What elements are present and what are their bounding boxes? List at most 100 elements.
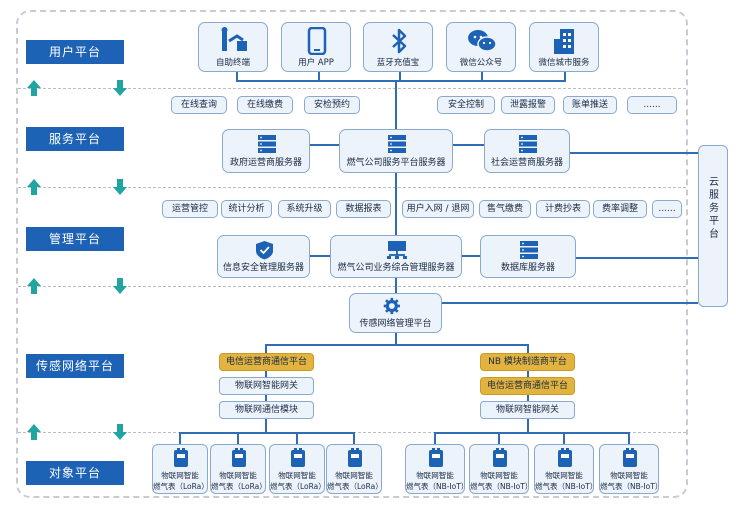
server-label: 政府运营商服务器 [229, 158, 302, 168]
wechat-icon [468, 30, 497, 52]
gas-meter-icon [174, 448, 188, 467]
iot-gateway-lora: 物联网智能网关 [219, 377, 314, 395]
gas-meter-icon [623, 448, 637, 467]
telecom-operator-platform-lora: 电信运营商通信平台 [219, 353, 314, 371]
connector-line [265, 395, 267, 401]
meter-label-line1: 物联网智能 [335, 471, 373, 480]
connector-line [564, 72, 566, 82]
meter-label-line2: 燃气表（LoRa） [270, 482, 326, 491]
gas-meter-nbiot: 物联网智能 燃气表（NB-IoT） [469, 444, 533, 494]
gas-meter-lora: 物联网智能 燃气表（LoRa） [210, 444, 267, 494]
connector-line [236, 72, 238, 82]
connector-line [265, 344, 267, 353]
connector-line [576, 257, 698, 259]
server-government-operator: 政府运营商服务器 [222, 129, 310, 173]
connector-line [628, 432, 630, 444]
user-item-label: 蓝牙充值宝 [376, 58, 420, 68]
server-rack-icon [258, 135, 276, 153]
connector-line [353, 432, 355, 444]
management-function-box: 统计分析 [221, 200, 272, 218]
arrow-down-icon [113, 278, 127, 294]
server-information-security: 信息安全管理服务器 [217, 235, 310, 278]
management-function-box: 数据报表 [336, 200, 391, 218]
connector-line [310, 144, 339, 146]
meter-label-line2: 燃气表（NB-IoT） [535, 482, 598, 491]
server-label: 社会运营商服务器 [490, 158, 563, 168]
meter-label-line2: 燃气表（NB-IoT） [470, 482, 533, 491]
cloud-service-platform: 云服务平台 [698, 145, 728, 307]
separator-line [18, 187, 686, 188]
gas-meter-lora: 物联网智能 燃气表（LoRa） [152, 444, 209, 494]
connector-line [481, 72, 483, 82]
city-building-icon [554, 29, 574, 54]
management-function-box: 运营管控 [162, 200, 218, 218]
layer-label-user: 用户平台 [26, 40, 124, 64]
connector-line [236, 80, 566, 82]
connector-line [395, 173, 397, 235]
separator-line [18, 286, 686, 287]
telecom-operator-platform-nbiot: 电信运营商通信平台 [480, 377, 575, 395]
connector-line [527, 419, 529, 433]
user-wechat-official: 微信公众号 [446, 22, 516, 72]
service-function-box: 在线缴费 [237, 96, 293, 114]
meter-label-line2: 燃气表（LoRa） [211, 482, 267, 491]
gas-meter-icon [348, 448, 362, 467]
gas-meter-icon [232, 448, 246, 467]
connector-line [237, 432, 239, 444]
management-function-box: 售气缴费 [479, 200, 531, 218]
server-rack-icon [519, 135, 537, 153]
management-function-box: ...... [652, 200, 682, 218]
separator-line [18, 88, 686, 89]
user-self-service-terminal: 自助终端 [198, 22, 268, 72]
bluetooth-icon [392, 28, 407, 54]
server-rack-icon [388, 135, 406, 153]
user-item-label: 自助终端 [215, 58, 250, 68]
arrow-up-icon [27, 424, 41, 440]
arrow-down-icon [113, 179, 127, 195]
server-label: 燃气公司服务平台服务器 [346, 158, 446, 168]
gas-meter-nbiot: 物联网智能 燃气表（NB-IoT） [405, 444, 468, 494]
shield-check-icon [256, 241, 273, 260]
meter-label-line1: 物联网智能 [219, 471, 257, 480]
arrow-up-icon [27, 80, 41, 96]
nb-module-manufacturer-platform: NB 模块制造商平台 [480, 353, 575, 371]
meter-label-line1: 物联网智能 [610, 471, 648, 480]
server-gas-business-management: 燃气公司业务综合管理服务器 [330, 235, 462, 278]
user-bluetooth-recharge: 蓝牙充值宝 [363, 22, 433, 72]
connector-line [296, 432, 298, 444]
gas-meter-lora: 物联网智能 燃气表（LoRa） [269, 444, 326, 494]
connector-line [453, 144, 484, 146]
connector-line [265, 344, 527, 346]
gas-meter-nbiot: 物联网智能 燃气表（NB-IoT） [534, 444, 598, 494]
mobile-app-icon [307, 27, 327, 55]
connector-line [563, 432, 565, 444]
meter-label-line1: 物联网智能 [416, 471, 454, 480]
meter-label-line1: 物联网智能 [278, 471, 316, 480]
management-function-box: 系统升级 [278, 200, 331, 218]
gas-meter-icon [493, 448, 507, 467]
server-label: 数据库服务器 [500, 263, 555, 273]
connector-line [395, 278, 397, 293]
service-function-box: ...... [627, 96, 677, 114]
connector-line [434, 432, 436, 444]
connector-line [442, 302, 698, 304]
user-item-label: 微信城市服务 [538, 58, 590, 68]
meter-label-line1: 物联网智能 [161, 471, 199, 480]
connector-line [498, 432, 500, 444]
iot-gateway-nbiot: 物联网智能网关 [480, 401, 575, 419]
user-wechat-city-service: 微信城市服务 [529, 22, 599, 72]
sensor-platform-label: 传感网络管理平台 [359, 319, 432, 329]
connector-line [179, 432, 355, 434]
service-function-box: 泄露报警 [501, 96, 555, 114]
server-rack-icon [520, 241, 538, 259]
gear-icon [383, 297, 400, 315]
server-social-operator: 社会运营商服务器 [484, 129, 570, 173]
connector-line [395, 333, 397, 345]
connector-line [310, 255, 330, 257]
service-function-box: 账单推送 [563, 96, 617, 114]
connector-line [265, 371, 267, 377]
server-label: 燃气公司业务综合管理服务器 [337, 263, 455, 273]
monitor-network-icon [387, 241, 407, 259]
connector-line [179, 432, 181, 444]
